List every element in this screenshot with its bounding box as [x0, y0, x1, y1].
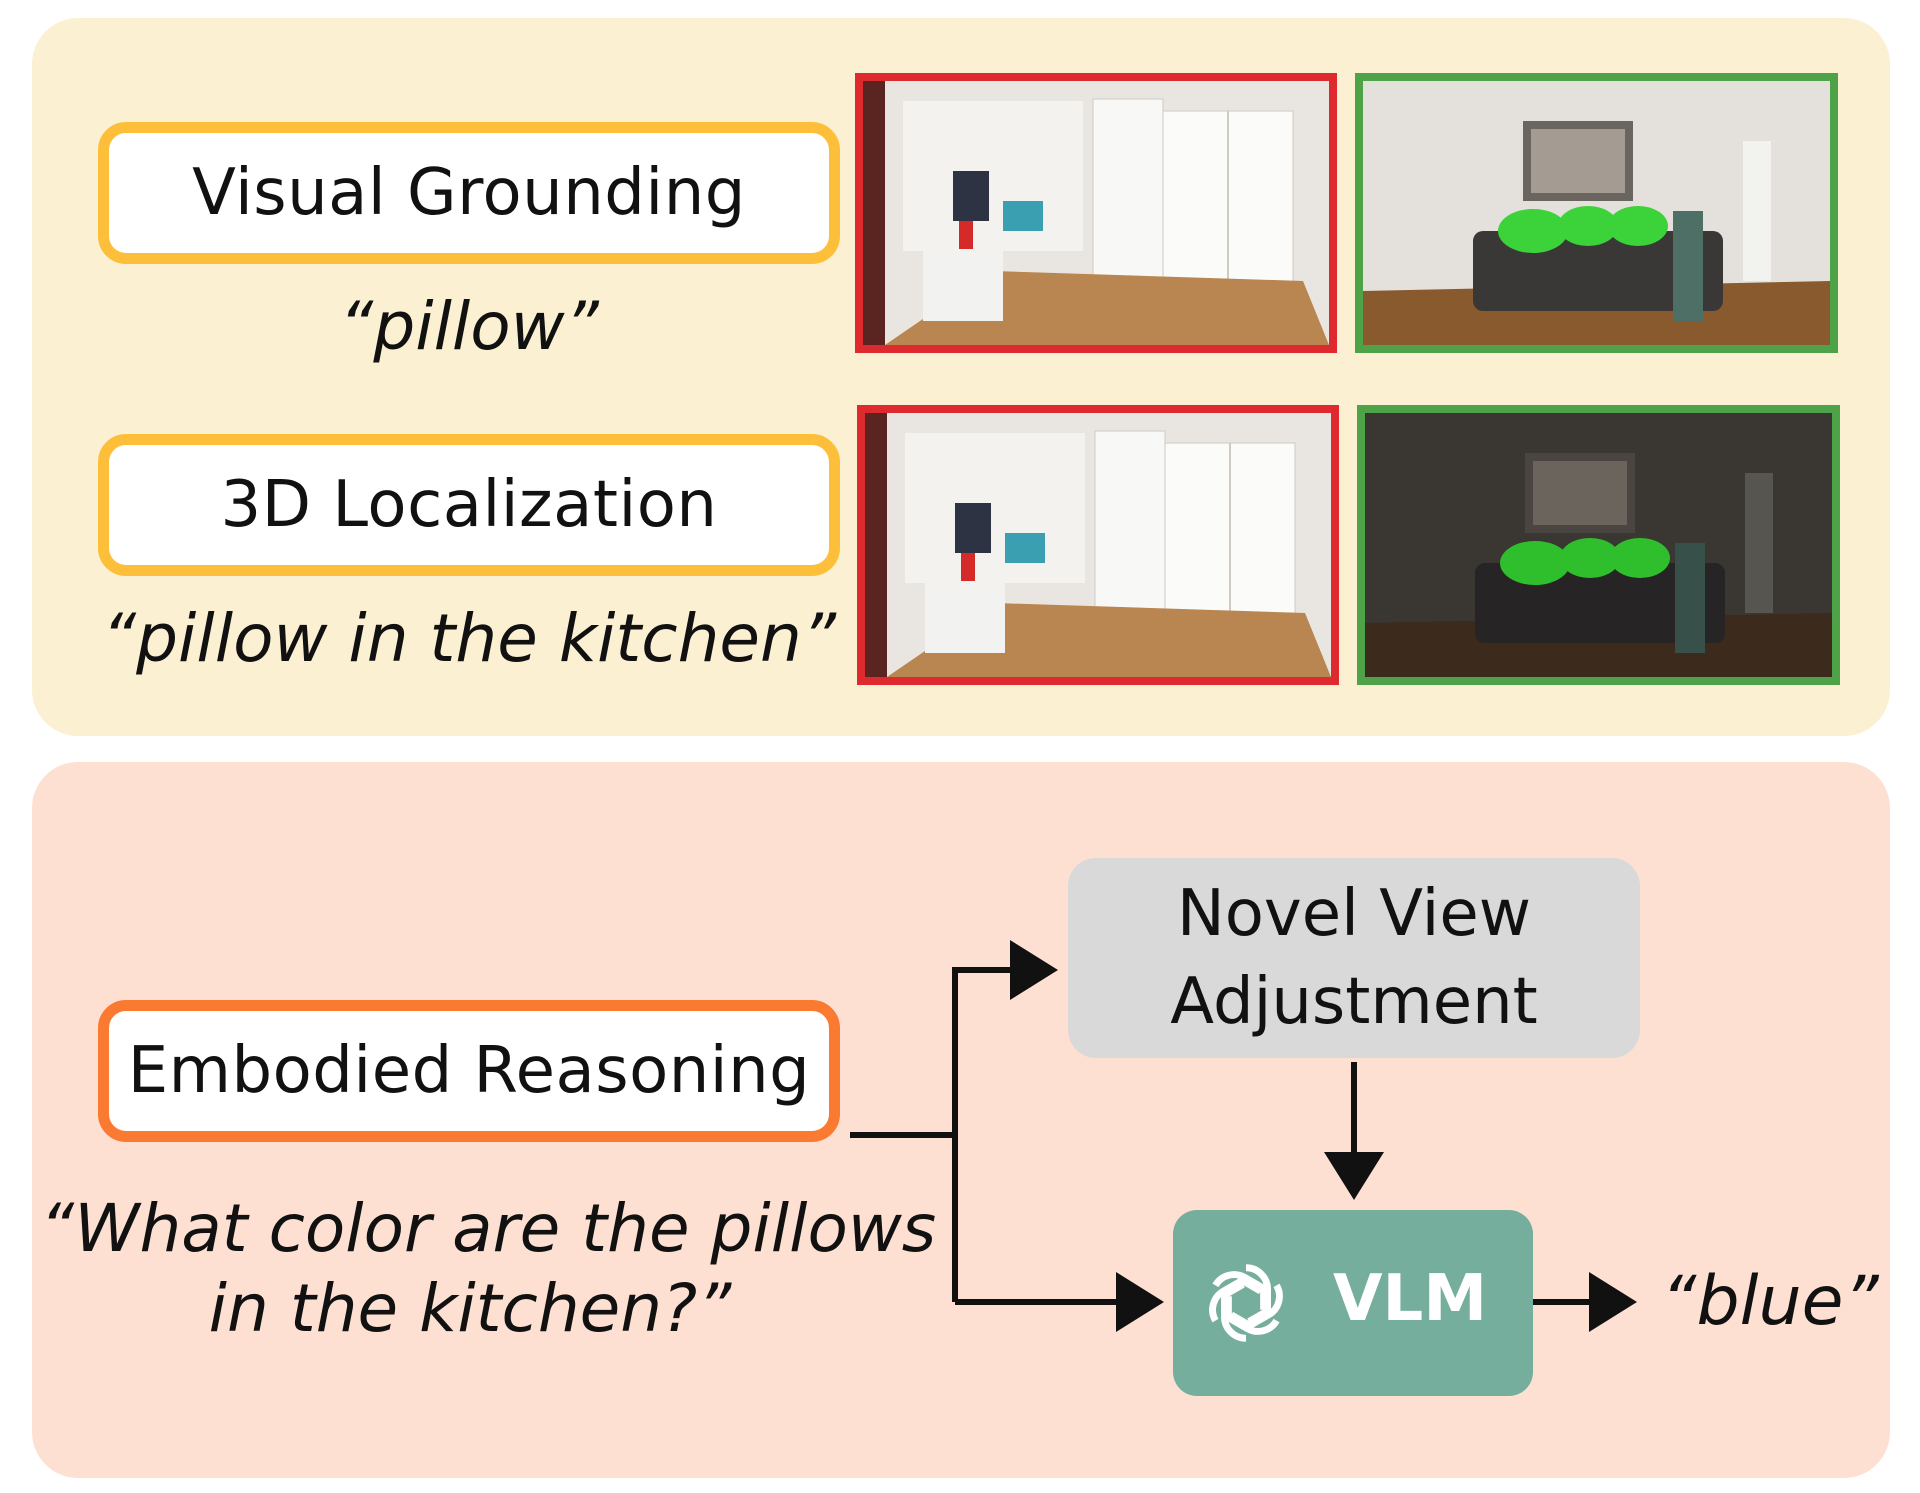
living-room-view-frame-1	[1355, 73, 1838, 353]
vlm-label: VLM	[1333, 1262, 1487, 1336]
novel-view-line2: Adjustment	[1170, 965, 1538, 1039]
novel-view-adjustment-box: Novel View Adjustment	[1068, 858, 1640, 1058]
localization-query: “pillow in the kitchen”	[101, 600, 837, 677]
kitchen-scene-image-2	[865, 413, 1331, 677]
living-room-scene-image-dim	[1365, 413, 1832, 677]
answer-text: “blue”	[1661, 1262, 1879, 1341]
vlm-box: VLM	[1173, 1210, 1533, 1396]
visual-grounding-box: Visual Grounding	[98, 122, 840, 264]
embodied-query-line2: in the kitchen?”	[208, 1270, 732, 1347]
localization-box: 3D Localization	[98, 434, 840, 576]
openai-icon	[1209, 1264, 1283, 1342]
living-room-scene-image	[1363, 81, 1830, 345]
embodied-reasoning-box: Embodied Reasoning	[98, 1000, 840, 1142]
kitchen-view-frame-2	[857, 405, 1339, 685]
visual-grounding-label: Visual Grounding	[192, 156, 746, 230]
kitchen-scene-image	[863, 81, 1329, 345]
localization-label: 3D Localization	[220, 468, 718, 542]
kitchen-view-frame-1	[855, 73, 1337, 353]
embodied-reasoning-label: Embodied Reasoning	[127, 1034, 811, 1108]
visual-grounding-query: “pillow”	[339, 288, 599, 365]
embodied-query-line1: “What color are the pillows	[40, 1190, 937, 1267]
living-room-view-frame-2	[1357, 405, 1840, 685]
novel-view-line1: Novel View	[1176, 877, 1532, 951]
